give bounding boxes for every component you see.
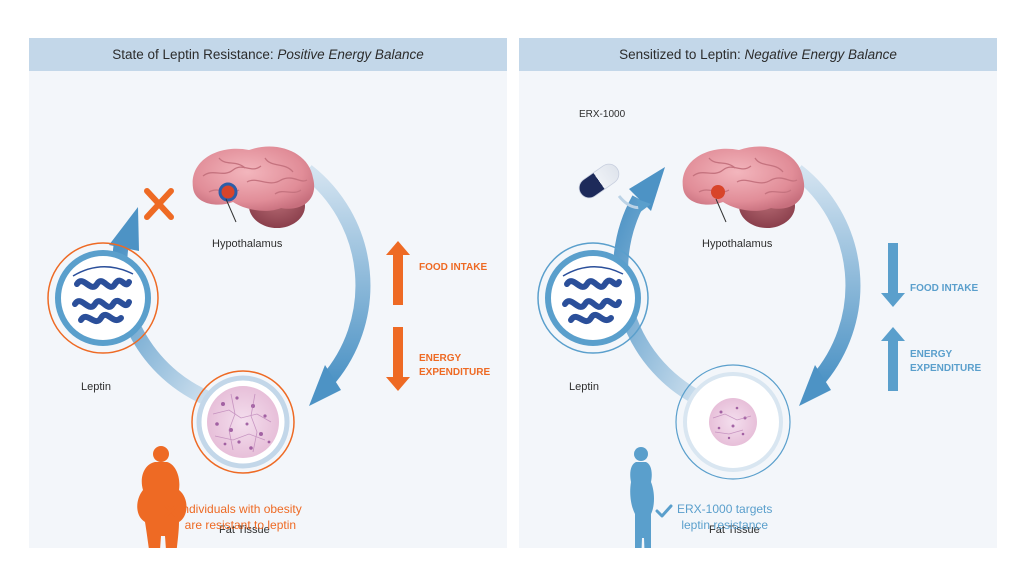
fat-tissue-label: Fat Tissue: [219, 524, 270, 536]
arrow-down-icon: [881, 243, 905, 307]
brain-icon: [192, 146, 315, 228]
left-panel: State of Leptin Resistance: Positive Ene…: [29, 38, 507, 548]
pill-icon: [578, 163, 620, 199]
drug-label: ERX-1000: [579, 109, 626, 120]
cycle-arrow-head-right: [799, 365, 831, 406]
cycle-arc-right: [302, 165, 371, 386]
cycle-arrow-head-left: [629, 167, 665, 211]
hypothalamus-label: Hypothalamus: [212, 238, 283, 250]
arrow-up-icon: [386, 241, 410, 305]
energy-expenditure-label: ENERGY EXPENDITURE: [419, 353, 491, 378]
food-intake-label: FOOD INTAKE: [419, 262, 488, 273]
left-panel-title: State of Leptin Resistance: Positive Ene…: [29, 38, 507, 71]
leptin-label: Leptin: [569, 381, 599, 393]
cycle-arrow-head-left: [109, 207, 139, 251]
leptin-protein-icon: [47, 242, 159, 354]
left-caption: Individuals with obesity are resistant t…: [179, 502, 302, 532]
check-icon: [655, 504, 673, 518]
cycle-arc-right: [792, 165, 861, 386]
right-panel: Sensitized to Leptin: Negative Energy Ba…: [519, 38, 997, 548]
leptin-label: Leptin: [81, 381, 111, 393]
left-diagram: [47, 146, 410, 548]
right-panel-title: Sensitized to Leptin: Negative Energy Ba…: [519, 38, 997, 71]
energy-expenditure-label: ENERGY EXPENDITURE: [910, 349, 982, 374]
brain-icon: [682, 146, 805, 228]
right-caption: ERX-1000 targets leptin resistance: [677, 502, 773, 532]
cross-icon: [144, 188, 174, 220]
food-intake-label: FOOD INTAKE: [910, 283, 979, 294]
cycle-arrow-head-right: [309, 365, 341, 406]
right-diagram: [537, 146, 905, 548]
fat-tissue-icon: [191, 370, 295, 474]
arrow-up-icon: [881, 327, 905, 391]
cross-small-icon: [164, 504, 178, 518]
hypothalamus-label: Hypothalamus: [702, 238, 773, 250]
leptin-protein-icon: [537, 242, 649, 354]
person-silhouette-icon: [137, 446, 187, 548]
fat-tissue-icon: [675, 364, 791, 480]
arrow-down-icon: [386, 327, 410, 391]
person-silhouette-icon: [630, 447, 654, 548]
fat-tissue-label: Fat Tissue: [709, 524, 760, 536]
